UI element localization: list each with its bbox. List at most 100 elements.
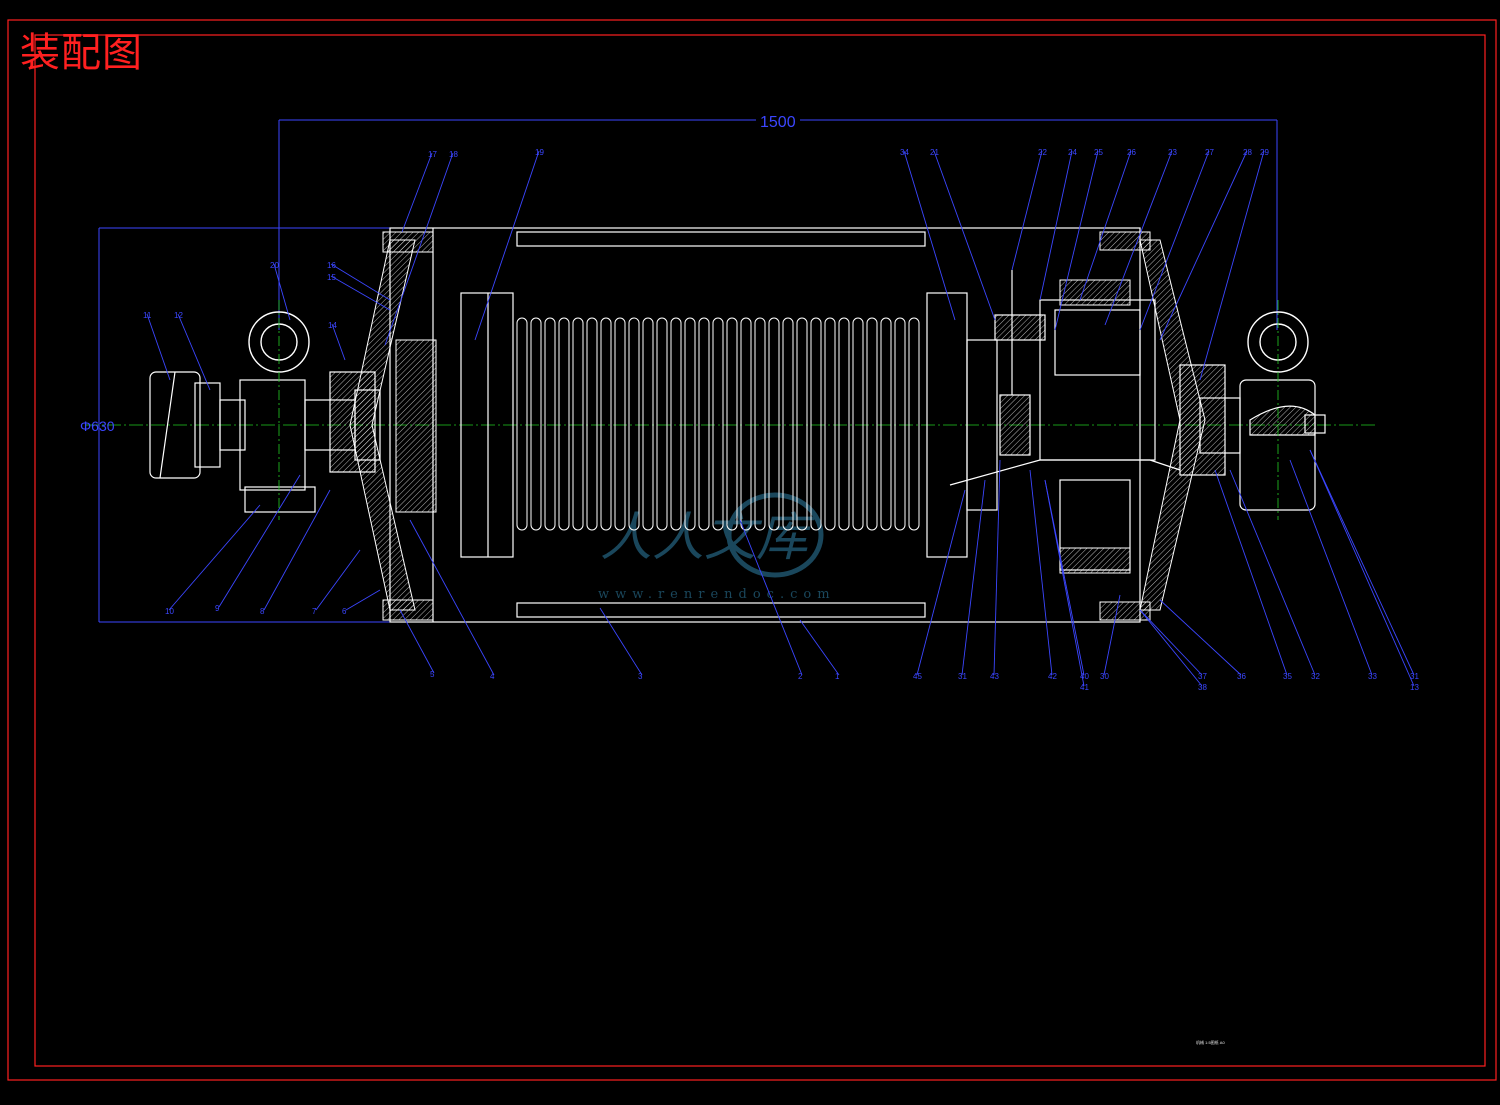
part-label: 21	[930, 148, 939, 157]
leader-line	[474, 150, 540, 341]
part-label: 15	[327, 273, 336, 282]
part-label: 35	[1283, 672, 1292, 681]
leader-line	[263, 489, 331, 611]
part-label: 24	[1068, 148, 1077, 157]
leader-line	[146, 313, 171, 381]
leader-line	[1289, 459, 1373, 676]
leader-line	[1054, 150, 1099, 331]
leader-line	[1039, 150, 1073, 301]
inner-border	[34, 34, 1486, 1067]
leader-line	[903, 150, 956, 321]
leader-line	[1139, 150, 1210, 331]
leader-line	[1159, 150, 1248, 341]
watermark-logo-ring	[726, 492, 824, 578]
part-label: 2	[798, 672, 803, 681]
part-label: 11	[143, 311, 152, 320]
leader-line	[933, 150, 996, 321]
leader-line	[345, 589, 381, 611]
leader-line	[1011, 150, 1043, 271]
left-flange	[460, 292, 514, 558]
leader-line	[273, 263, 291, 321]
part-label: 41	[1080, 683, 1089, 692]
part-label: 38	[1198, 683, 1207, 692]
part-label: 4	[490, 672, 495, 681]
part-label: 43	[990, 672, 999, 681]
part-label: 12	[174, 311, 183, 320]
dimension-630-text: Φ630	[80, 418, 115, 434]
leader-line	[1214, 469, 1288, 676]
leader-line	[331, 323, 346, 361]
part-label: 31	[958, 672, 967, 681]
part-label: 22	[1038, 148, 1047, 157]
watermark: 人人文库 www.renrendoc.com	[598, 492, 830, 602]
right-gear-housing	[949, 270, 1181, 571]
leader-line	[1079, 150, 1132, 301]
part-label: 20	[270, 261, 279, 270]
part-label: 45	[913, 672, 922, 681]
part-label: 16	[327, 261, 336, 270]
leader-line	[1044, 479, 1085, 687]
part-label: 31	[1410, 672, 1419, 681]
part-label: 18	[449, 150, 458, 159]
part-label: 40	[1080, 672, 1089, 681]
leader-line	[1199, 150, 1265, 381]
leader-line	[961, 479, 986, 676]
part-label: 25	[1094, 148, 1103, 157]
right-end-disc	[1059, 231, 1206, 621]
part-label: 23	[1168, 148, 1177, 157]
part-label: 3	[638, 672, 643, 681]
dimension-1500-text: 1500	[760, 114, 796, 131]
leader-line	[168, 504, 261, 611]
leader-line	[599, 607, 643, 676]
leader-line	[1029, 469, 1053, 676]
leader-line	[1103, 594, 1121, 676]
corner-stamp: 机械 1:5图纸 A0	[1196, 1039, 1225, 1045]
leader-line	[384, 152, 454, 346]
part-label: 30	[1100, 672, 1109, 681]
leader-line	[401, 152, 433, 233]
part-label: 14	[328, 321, 337, 330]
part-label: 6	[342, 607, 347, 616]
drawing-title: 装配图	[20, 30, 143, 76]
part-label: 36	[1237, 672, 1246, 681]
leader-line	[1229, 469, 1316, 676]
leader-line	[409, 519, 495, 676]
part-label: 29	[1260, 148, 1269, 157]
part-label: 13	[1410, 683, 1419, 692]
part-label: 33	[1368, 672, 1377, 681]
leader-line	[399, 609, 435, 674]
dimension-drum-diameter: Φ630	[80, 227, 400, 623]
bellows-coil	[516, 317, 920, 531]
drum-shell	[389, 227, 1141, 623]
leader-line	[1139, 609, 1203, 676]
leader-line	[315, 549, 361, 611]
leader-line	[330, 275, 391, 311]
outer-border	[7, 19, 1497, 1081]
part-label: 5	[430, 670, 435, 679]
leader-line	[218, 474, 301, 608]
part-label: 8	[260, 607, 265, 616]
leader-line	[739, 519, 803, 676]
part-label: 32	[1311, 672, 1320, 681]
part-label: 34	[900, 148, 909, 157]
part-label: 37	[1198, 672, 1207, 681]
leader-line	[1309, 449, 1415, 676]
part-label: 27	[1205, 148, 1214, 157]
dimension-overall-length: 1500	[278, 112, 1278, 330]
part-label: 17	[428, 150, 437, 159]
part-label: 42	[1048, 672, 1057, 681]
leader-line	[1159, 599, 1242, 676]
leader-line	[1139, 609, 1203, 687]
part-label: 1	[835, 672, 840, 681]
part-label: 19	[535, 148, 544, 157]
leader-line	[330, 263, 391, 301]
watermark-logo-text: 人人文库	[600, 508, 816, 568]
leader-line	[1104, 150, 1173, 326]
leader-line	[916, 489, 966, 676]
left-shaft-assembly	[149, 371, 381, 513]
leader-line	[177, 313, 211, 391]
leader-line	[799, 619, 840, 676]
